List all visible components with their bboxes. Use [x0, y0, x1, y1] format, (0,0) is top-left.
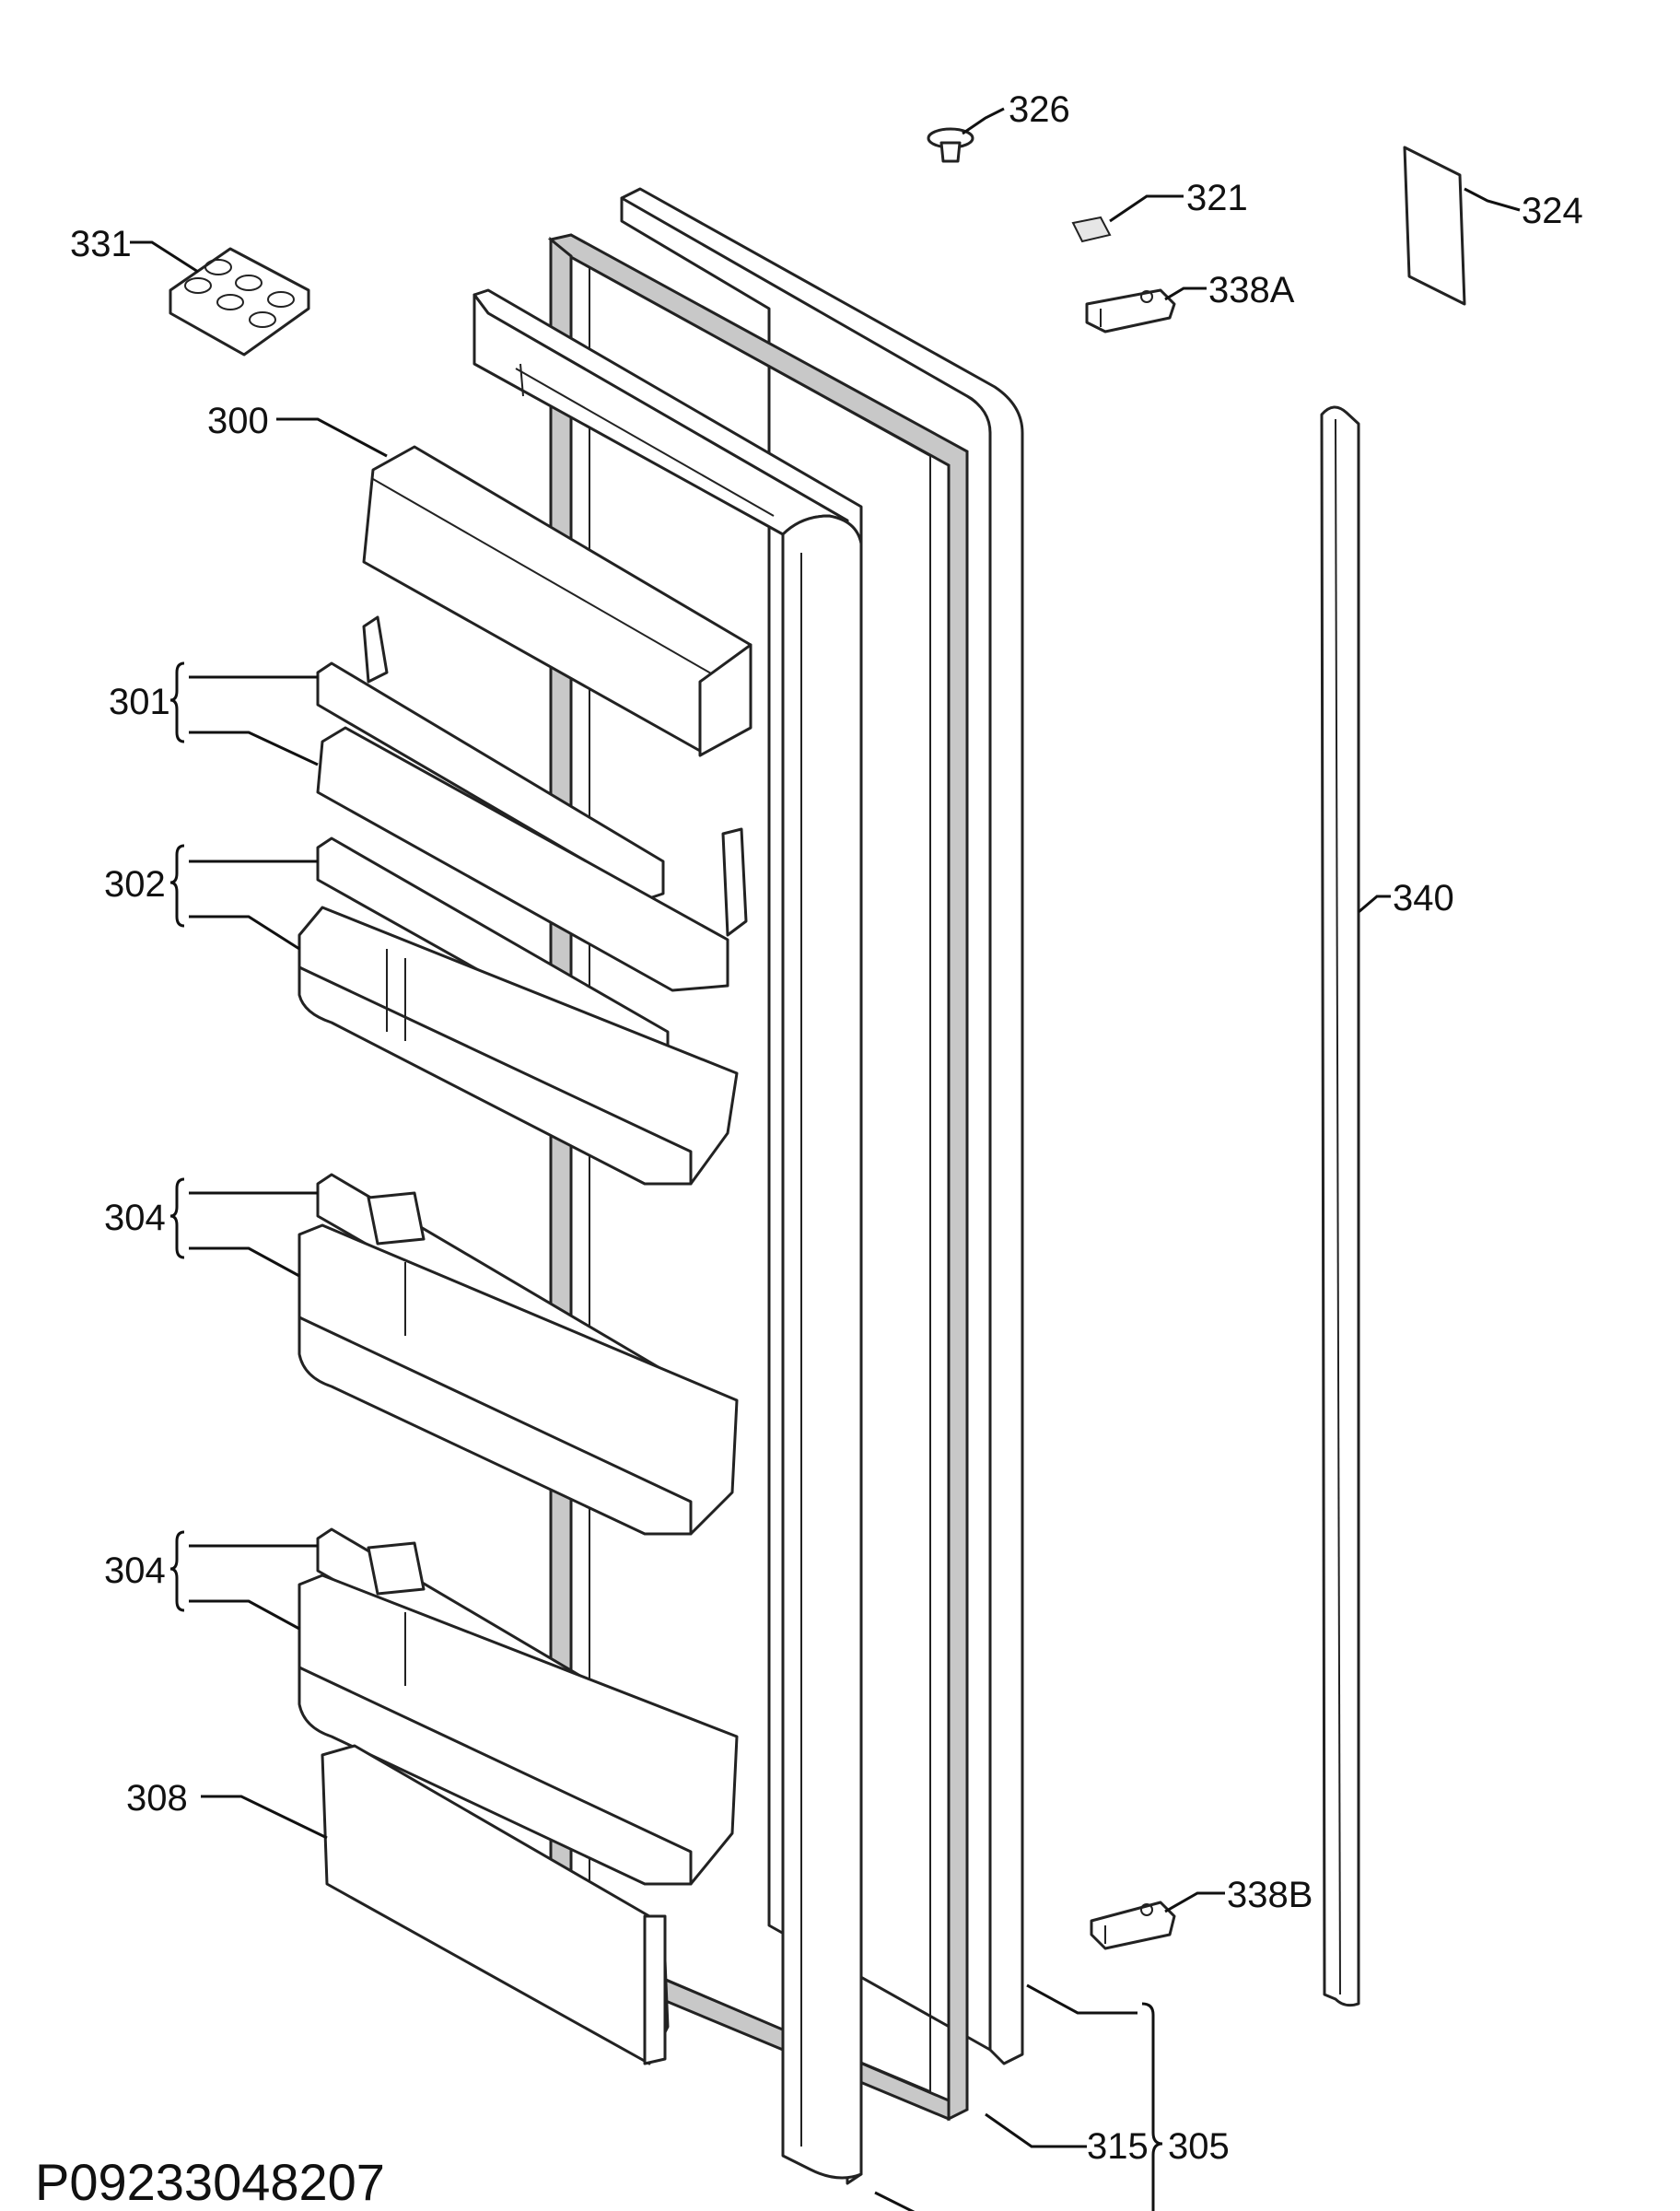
label-315: 315 [1087, 2126, 1149, 2167]
label-338a: 338A [1208, 270, 1295, 310]
hinge-338a [1085, 288, 1176, 333]
label-302: 302 [104, 864, 166, 905]
label-324: 324 [1522, 191, 1583, 231]
label-304-upper: 304 [104, 1198, 166, 1238]
leader-lines [130, 107, 1521, 2148]
door-shelf-301 [316, 615, 748, 992]
dairy-compartment-300 [362, 445, 752, 757]
door-bin-304-lower [298, 1527, 739, 1886]
door-bin-304-upper [298, 1173, 739, 1536]
bottom-cover-308 [321, 1744, 670, 2065]
egg-tray-331 [169, 247, 310, 357]
bracket-301 [169, 661, 319, 766]
seal-strip-340 [1320, 405, 1360, 2007]
label-308: 308 [126, 1778, 188, 1819]
bracket-304-upper [169, 1177, 318, 1278]
label-301: 301 [109, 682, 170, 722]
bracket-304-lower [169, 1530, 318, 1631]
label-338b: 338B [1227, 1875, 1312, 1915]
door-inner-liner [472, 288, 863, 2185]
hinge-338b [1090, 1901, 1176, 1950]
label-331: 331 [70, 224, 132, 264]
pad-321 [1071, 216, 1112, 243]
label-340: 340 [1393, 878, 1454, 918]
label-321: 321 [1186, 178, 1248, 218]
drawing-code: P09233048207 [35, 2153, 385, 2211]
label-304-lower: 304 [104, 1550, 166, 1591]
label-326: 326 [1009, 89, 1070, 130]
label-sheet-324 [1403, 146, 1466, 306]
bracket-302 [169, 844, 318, 951]
door-shelf-302 [298, 836, 739, 1186]
button-326 [927, 127, 974, 163]
bracket-305 [874, 1983, 1163, 2211]
label-300: 300 [207, 401, 269, 441]
label-305: 305 [1168, 2126, 1230, 2167]
